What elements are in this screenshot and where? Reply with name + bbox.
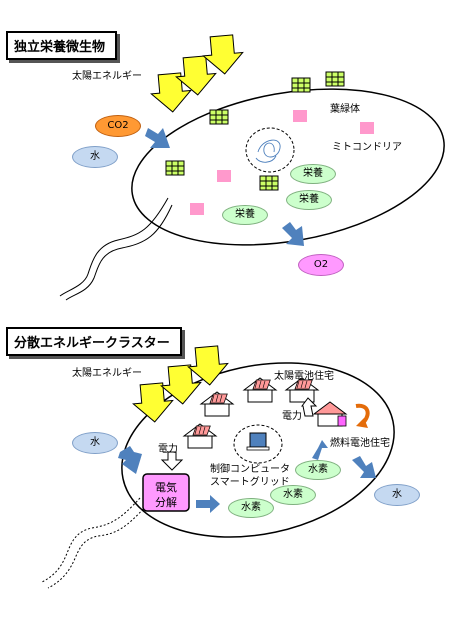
mitochondria-icon (293, 110, 307, 122)
computer-icon (249, 432, 267, 448)
power-arrow-icon (160, 451, 184, 471)
mitochondria-label: ミトコンドリア (332, 142, 402, 153)
chloroplast-icon (209, 109, 229, 125)
hydrogen-flow-arrow (196, 495, 220, 513)
solar-house-label: 太陽電池住宅 (274, 371, 334, 382)
electrolysis-label: 電気 (155, 481, 177, 494)
hydrogen-badge: 水素 (270, 485, 316, 505)
sun-energy-label: 太陽エネルギー (72, 71, 142, 82)
nutrient-badge: 栄養 (222, 205, 268, 225)
fuel-cell-house-label: 燃料電池住宅 (330, 438, 390, 449)
nucleus-icon (245, 127, 295, 173)
microbe-flagellum (59, 197, 169, 297)
water-badge: 水 (374, 484, 420, 506)
mitochondria-icon (217, 170, 231, 182)
water-badge: 水 (72, 432, 118, 454)
chloroplast-label: 葉緑体 (330, 104, 360, 115)
hydrogen-badge: 水素 (295, 460, 341, 480)
bottom-title: 分散エネルギークラスター (6, 327, 182, 356)
co2-inflow-arrow (145, 128, 170, 148)
water-inflow-arrow (118, 446, 142, 474)
chloroplast-icon (325, 71, 345, 87)
water-outflow-arrow (352, 456, 376, 478)
hydrogen-up-arrow (312, 440, 328, 460)
power-arrow-icon (301, 397, 318, 417)
nutrient-badge: 栄養 (286, 190, 332, 210)
power-label: 電力 (282, 411, 302, 422)
electrolysis-box (142, 473, 190, 512)
co2-badge: CO2 (95, 115, 141, 137)
nutrient-badge: 栄養 (290, 164, 336, 184)
o2-badge: O2 (298, 254, 344, 276)
electrolysis-label: 分解 (155, 496, 177, 509)
fuel-cell-house-icon (312, 401, 348, 427)
top-title: 独立栄養微生物 (6, 31, 118, 60)
chloroplast-icon (259, 175, 279, 191)
mitochondria-icon (360, 122, 374, 134)
chloroplast-icon (291, 77, 311, 93)
sun-energy-label: 太陽エネルギー (72, 368, 142, 379)
control-computer-label: 制御コンピュータ (210, 464, 290, 475)
smart-grid-label: スマートグリッド (210, 477, 290, 488)
power-label: 電力 (158, 444, 178, 455)
hydrogen-badge: 水素 (228, 498, 274, 518)
chloroplast-icon (165, 160, 185, 176)
mitochondria-icon (190, 203, 204, 215)
cluster-flagellum (41, 497, 141, 583)
water-badge: 水 (72, 146, 118, 168)
o2-outflow-arrow (282, 222, 304, 246)
